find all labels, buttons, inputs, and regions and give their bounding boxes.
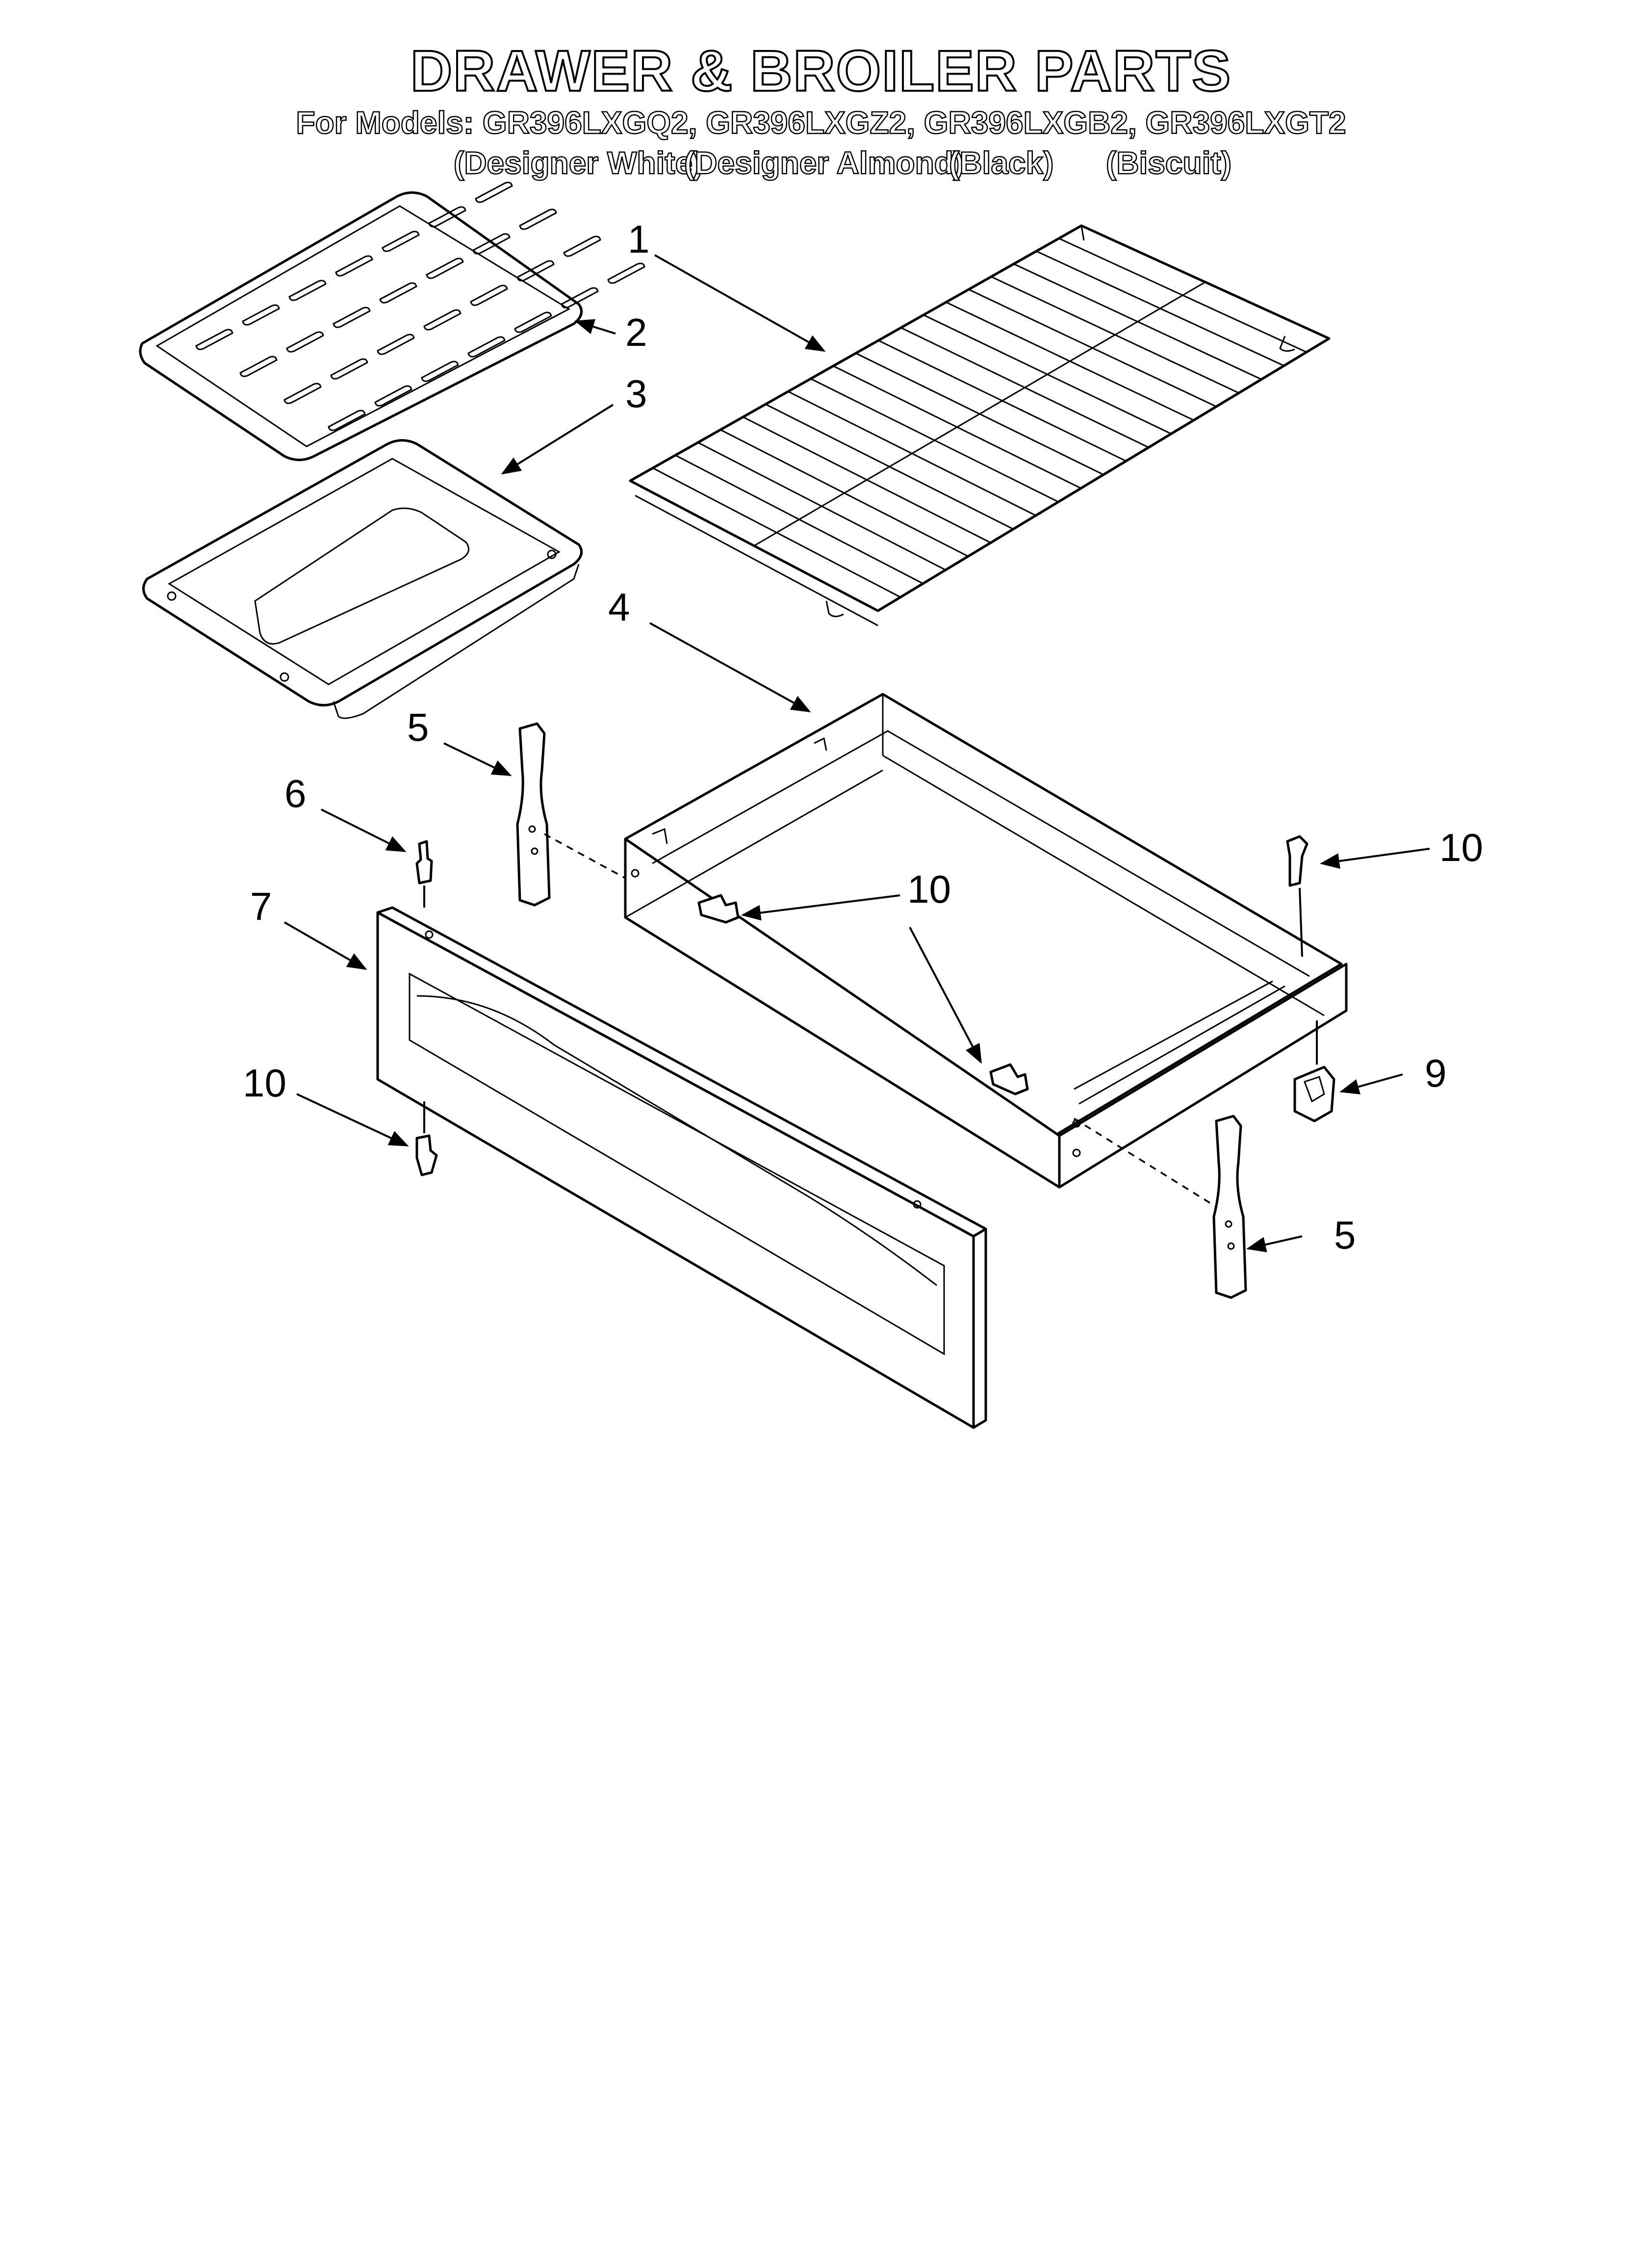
grid-slot — [328, 410, 366, 431]
grid-slot — [286, 331, 324, 353]
rack-frame-rail — [629, 224, 1082, 482]
broiler-grid-slots — [195, 182, 645, 431]
grid-slot — [423, 309, 462, 331]
leader-arrow-1 — [654, 254, 826, 352]
leader-arrow-9 — [1339, 1073, 1403, 1095]
grid-slot — [333, 307, 371, 328]
grid-slot — [519, 209, 557, 230]
callout-10-b: 10 — [907, 867, 951, 911]
pin-part-6 — [415, 840, 433, 885]
oven-rack-part-1 — [629, 224, 1331, 626]
grid-slot — [283, 383, 322, 404]
leader-arrow-4 — [649, 622, 811, 712]
color-label-biscuit: (Biscuit) — [1105, 145, 1232, 182]
colors-line: (Designer White) (Designer Almond) (Blac… — [0, 145, 1642, 189]
drawer-glide-part-5-left — [516, 722, 551, 907]
color-label-designer-almond: (Designer Almond) — [684, 145, 965, 182]
grid-slot — [379, 282, 417, 304]
drawer-glide-part-5-right — [1212, 1115, 1247, 1299]
rack-frame-rail — [753, 281, 1206, 547]
callout-3: 3 — [625, 372, 647, 416]
grid-slot — [374, 385, 412, 407]
callout-10-d: 10 — [243, 1061, 286, 1105]
grid-slot — [467, 336, 506, 358]
grid-slot — [561, 287, 599, 309]
screw-part-10-d — [415, 1134, 438, 1176]
leader-arrow-7 — [284, 921, 367, 970]
grid-slot — [428, 206, 466, 228]
header: DRAWER & BROILER PARTS — [0, 38, 1642, 104]
grid-slot — [607, 262, 645, 284]
callout-2: 2 — [625, 311, 647, 354]
grid-slot — [472, 233, 511, 255]
callout-1: 1 — [628, 217, 650, 261]
leader-arrow-10d — [296, 1093, 409, 1147]
callout-5-right: 5 — [1334, 1213, 1356, 1257]
grid-slot — [377, 334, 415, 355]
grid-slot — [563, 235, 601, 257]
callout-9: 9 — [1425, 1051, 1447, 1095]
assembly-line-left-glide — [544, 833, 626, 879]
page-title: DRAWER & BROILER PARTS — [410, 38, 1232, 104]
models-text: For Models: GR396LXGQ2, GR396LXGZ2, GR39… — [295, 104, 1347, 141]
screw-part-10-a — [1286, 835, 1308, 887]
grid-slot — [426, 258, 464, 279]
grid-slot — [195, 329, 233, 350]
grid-slot — [516, 260, 555, 282]
oven-rack-bars — [629, 224, 1330, 612]
screw-part-10-c — [989, 1063, 1029, 1095]
leader-arrow-2 — [574, 319, 616, 335]
grid-slot — [242, 304, 280, 326]
color-label-black: (Black) — [949, 145, 1054, 182]
grid-slot — [288, 280, 327, 301]
drawer-front-part-7 — [376, 906, 987, 1429]
screw-part-10-b — [697, 894, 740, 924]
rack-frame-rail — [877, 337, 1330, 612]
leader-arrow-10c — [909, 927, 982, 1064]
leader-arrow-6 — [321, 808, 407, 852]
grid-slot — [330, 358, 368, 380]
grid-slot — [382, 231, 420, 252]
callout-10-a: 10 — [1439, 826, 1483, 869]
grid-slot — [421, 361, 459, 382]
leader-arrow-10a — [1320, 848, 1430, 869]
assembly-line-screw-a — [1299, 887, 1303, 957]
leader-arrow-5a — [443, 742, 512, 776]
models-line: For Models: GR396LXGQ2, GR396LXGZ2, GR39… — [0, 101, 1642, 145]
grid-slot — [470, 285, 508, 306]
grid-slot — [335, 255, 373, 277]
callout-4: 4 — [608, 585, 630, 629]
callout-6: 6 — [284, 772, 307, 815]
callout-7: 7 — [250, 885, 272, 928]
leader-arrow-3 — [501, 404, 614, 475]
color-label-designer-white: (Designer White) — [453, 145, 704, 182]
leader-arrow-10b — [741, 894, 900, 921]
callout-5-left: 5 — [407, 705, 429, 749]
assembly-line-right-glide — [1074, 1118, 1217, 1208]
broiler-grid-part-2 — [139, 182, 645, 461]
leader-arrow-5b — [1246, 1235, 1303, 1252]
drawer-part-4 — [624, 693, 1348, 1189]
broiler-pan-part-3 — [142, 439, 583, 719]
grid-slot — [514, 312, 552, 333]
grid-slot — [475, 182, 513, 203]
clip-part-9 — [1293, 1066, 1335, 1122]
grid-slot — [239, 356, 278, 377]
